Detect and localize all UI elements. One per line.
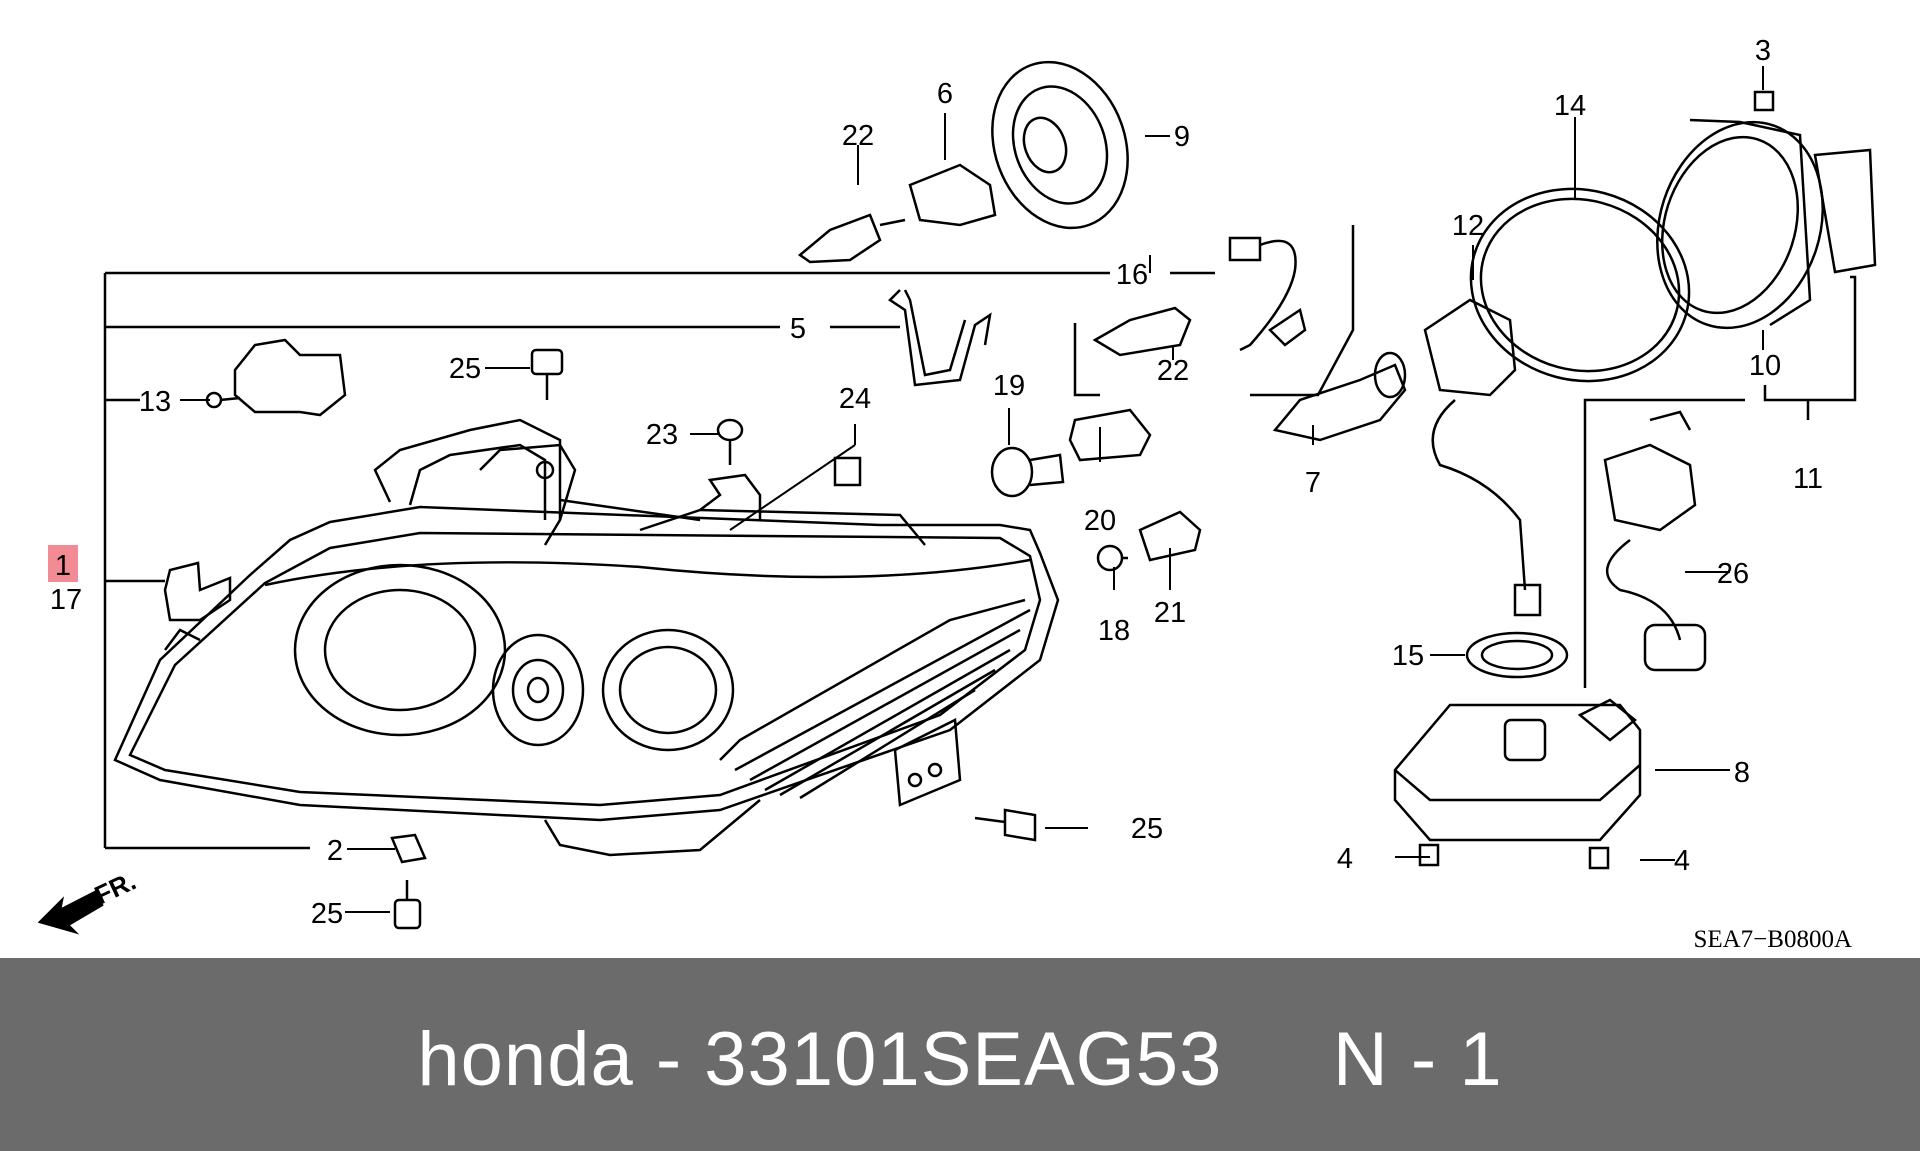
part-21-socket — [1138, 510, 1202, 562]
part-5-spring-clip — [888, 289, 992, 387]
callout-21: 21 — [1154, 597, 1186, 629]
part-25-bolt-right — [974, 808, 1037, 842]
callout-12: 12 — [1452, 210, 1484, 242]
callout-23: 23 — [646, 419, 678, 451]
part-25-bolt-bottom — [393, 880, 422, 930]
callout-22-top: 22 — [842, 120, 874, 152]
callout-4-left: 4 — [1337, 843, 1353, 875]
part-3-screw — [1753, 90, 1775, 112]
callout-19: 19 — [993, 370, 1025, 402]
part-12-socket — [1423, 298, 1542, 617]
part-20-socket — [1068, 408, 1152, 462]
part-19-bulb — [990, 446, 1065, 498]
footer-bar: honda - 33101SEAG53 N - 1 — [0, 958, 1920, 1151]
part-23-clip — [716, 418, 744, 465]
callout-13: 13 — [139, 386, 171, 418]
callout-15: 15 — [1392, 640, 1424, 672]
callout-1: 1 — [55, 550, 71, 582]
callout-17: 17 — [50, 584, 82, 616]
callout-25-right: 25 — [1131, 813, 1163, 845]
part-18-bulb — [1096, 544, 1128, 572]
callout-16: 16 — [1116, 259, 1148, 291]
part-25-bolt-top — [530, 348, 564, 400]
part-13-leveling-motor — [205, 338, 347, 417]
callout-22-mid: 22 — [1157, 355, 1189, 387]
part-22-bulb-top — [797, 213, 906, 264]
callout-20: 20 — [1084, 505, 1116, 537]
part-9-cover — [991, 60, 1129, 230]
part-2-nut — [390, 833, 427, 864]
callout-labels: 1 17 2 3 4 4 5 6 7 8 9 10 11 12 13 14 15… — [50, 35, 1823, 930]
part-15-gasket — [1465, 631, 1569, 679]
part-24-nut — [833, 456, 862, 487]
assembly-bracket-lines — [103, 225, 1857, 850]
callout-8: 8 — [1734, 757, 1750, 789]
callout-7: 7 — [1305, 467, 1321, 499]
callout-25-top: 25 — [449, 353, 481, 385]
part-22-bulb-mid — [1092, 306, 1192, 357]
leader-lines — [180, 66, 1764, 913]
drawing-code: SEA7−B0800A — [1693, 926, 1852, 953]
callout-26: 26 — [1717, 558, 1749, 590]
callout-10: 10 — [1749, 350, 1781, 382]
part-4-screws — [1418, 843, 1610, 870]
fr-arrow — [37, 890, 104, 935]
callout-9: 9 — [1174, 121, 1190, 153]
part-number-caption: honda - 33101SEAG53 N - 1 — [417, 1017, 1503, 1102]
headlight-assembly — [113, 418, 1060, 857]
callout-18: 18 — [1098, 615, 1130, 647]
callout-3: 3 — [1755, 35, 1771, 67]
part-7-hid-bulb — [1272, 351, 1407, 442]
part-10-housing — [1656, 118, 1877, 330]
callout-14: 14 — [1554, 90, 1586, 122]
parts-diagram: 1 17 2 3 4 4 5 6 7 8 9 10 11 12 13 14 15… — [37, 35, 1877, 953]
part-8-ballast — [1393, 698, 1642, 842]
part-6-socket — [908, 163, 997, 227]
callout-highlight — [48, 545, 78, 582]
callout-25-bottom: 25 — [311, 898, 343, 930]
part-16-harness — [1228, 236, 1307, 352]
callout-4-right: 4 — [1674, 845, 1690, 877]
callout-24: 24 — [839, 383, 871, 415]
callout-5: 5 — [790, 313, 806, 345]
callout-6: 6 — [937, 78, 953, 110]
callout-11: 11 — [1793, 463, 1823, 495]
part-26-harness — [1603, 410, 1707, 672]
callout-2: 2 — [327, 835, 343, 867]
